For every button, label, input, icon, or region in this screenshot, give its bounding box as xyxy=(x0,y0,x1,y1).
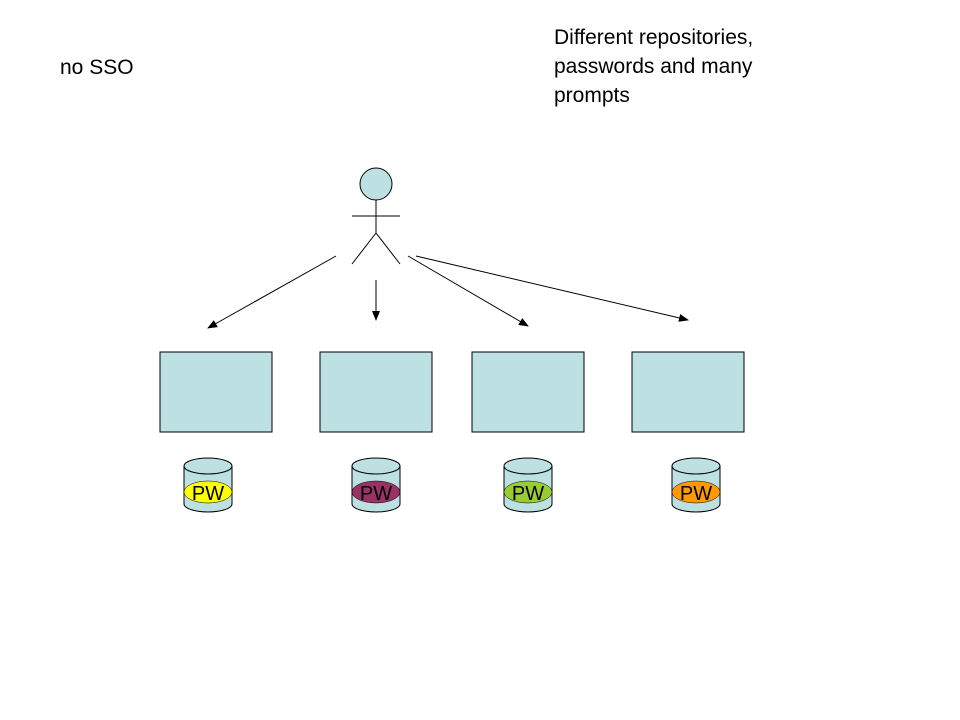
caption: Different repositories, passwords and ma… xyxy=(554,23,854,110)
arrow-to-app-3 xyxy=(407,255,529,327)
database-cylinder-icon: PW xyxy=(351,457,401,513)
repository-label: PW xyxy=(512,483,544,505)
user-stick-figure-icon xyxy=(351,167,401,265)
database-cylinder-icon: PW xyxy=(183,457,233,513)
caption-line: passwords and many xyxy=(554,55,753,78)
app-box-2 xyxy=(319,351,433,433)
arrow-to-app-1 xyxy=(207,255,337,329)
repository-label: PW xyxy=(360,483,392,505)
caption-line: Different repositories, xyxy=(554,26,754,49)
arrow-to-app-4 xyxy=(415,255,689,322)
actor-head xyxy=(359,167,393,201)
caption-line: prompts xyxy=(554,84,630,107)
repository-label: PW xyxy=(680,483,712,505)
database-cylinder-icon: PW xyxy=(503,457,553,513)
app-box-3 xyxy=(471,351,585,433)
slide-title: no SSO xyxy=(60,56,134,79)
repository-label: PW xyxy=(192,483,224,505)
app-box-1 xyxy=(159,351,273,433)
app-box-4 xyxy=(631,351,745,433)
actor-left-leg xyxy=(351,232,377,265)
actor-right-leg xyxy=(375,232,401,265)
database-cylinder-icon: PW xyxy=(671,457,721,513)
